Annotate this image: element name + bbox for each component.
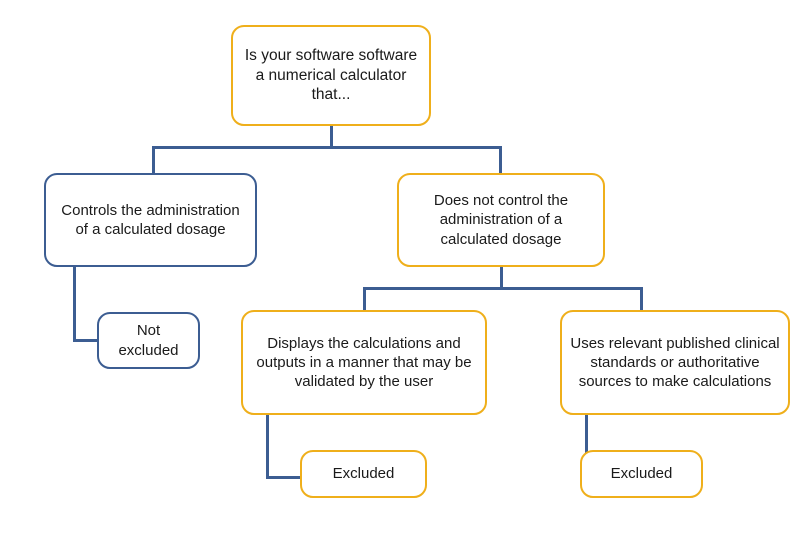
connector-sources-stem: [585, 415, 588, 478]
connector-root-stem: [330, 126, 333, 148]
connector-to-sources: [640, 287, 643, 313]
node-excluded-right: Excluded: [580, 450, 703, 498]
node-excluded-left-label: Excluded: [332, 465, 395, 483]
node-root-question: Is your software software a numerical ca…: [231, 25, 431, 126]
connector-level1-split-bar: [152, 146, 502, 149]
node-displays-calculations: Displays the calculations and outputs in…: [241, 310, 487, 415]
connector-to-excluded-left: [266, 476, 303, 479]
node-not-excluded-label: Not excluded: [118, 322, 179, 359]
node-uses-published-sources-label: Uses relevant published clinical standar…: [570, 334, 780, 391]
connector-level2-split-bar: [363, 287, 643, 290]
node-not-excluded: Not excluded: [97, 312, 200, 369]
node-excluded-left: Excluded: [300, 450, 427, 498]
connector-displays-stem: [266, 415, 269, 478]
node-controls-label: Controls the administration of a calcula…: [61, 201, 240, 238]
node-uses-published-sources: Uses relevant published clinical standar…: [560, 310, 790, 415]
node-excluded-right-label: Excluded: [610, 465, 673, 483]
connector-to-controls: [152, 146, 155, 175]
connector-to-displays: [363, 287, 366, 313]
connector-controls-stem: [73, 267, 76, 341]
connector-to-not-excluded: [73, 339, 100, 342]
node-does-not-control-administration: Does not control the administration of a…: [397, 173, 605, 267]
connector-no-control-stem: [500, 267, 503, 289]
node-root-label: Is your software software a numerical ca…: [244, 46, 418, 104]
connector-to-no-control: [499, 146, 502, 175]
node-does-not-control-label: Does not control the administration of a…: [433, 192, 569, 248]
node-displays-calculations-label: Displays the calculations and outputs in…: [256, 334, 472, 391]
node-controls-administration: Controls the administration of a calcula…: [44, 173, 257, 267]
